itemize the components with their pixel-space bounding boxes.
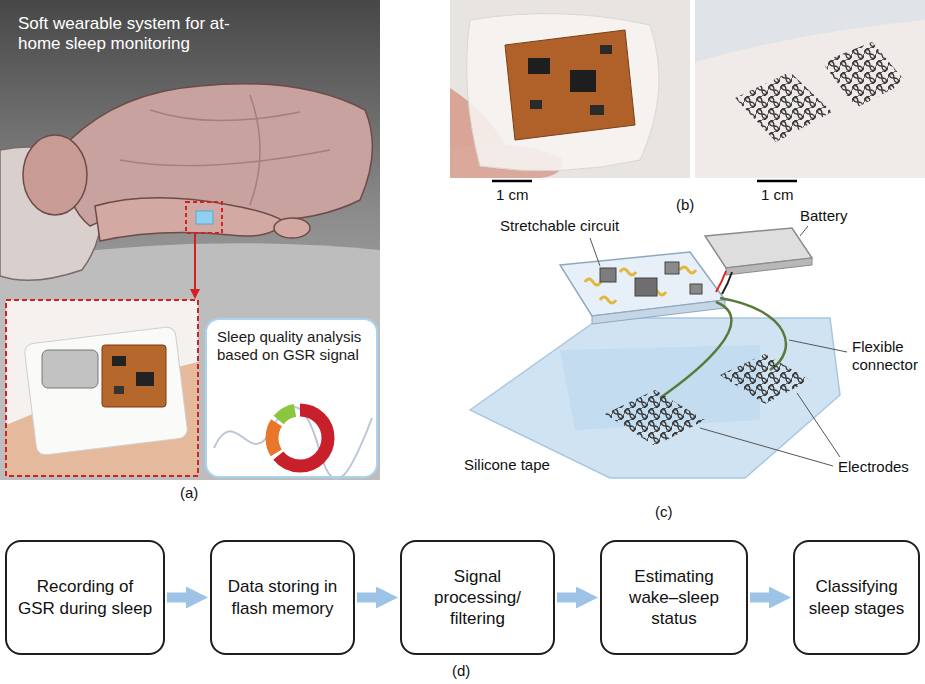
electrode-mesh bbox=[720, 354, 810, 404]
scene-background bbox=[0, 0, 380, 480]
panel-label: (b) bbox=[676, 196, 694, 214]
leader-line bbox=[789, 340, 847, 352]
inset-tape bbox=[24, 326, 189, 456]
part-label: Flexible connector bbox=[850, 338, 925, 374]
scale-label: 1 cm bbox=[496, 186, 529, 204]
flow-arrow bbox=[357, 593, 384, 603]
silicone-patch bbox=[467, 14, 659, 171]
wearable-patch bbox=[196, 211, 213, 224]
panel-label: (d) bbox=[452, 662, 470, 680]
panel-label: (c) bbox=[655, 503, 673, 521]
scale-bar bbox=[757, 180, 797, 183]
process-box: Signal processing/ filtering bbox=[400, 540, 555, 655]
skin bbox=[695, 20, 925, 178]
scale-label: 1 cm bbox=[761, 186, 794, 204]
inset-frame bbox=[6, 300, 198, 476]
donut-segment bbox=[272, 410, 328, 466]
electrode-mesh bbox=[735, 72, 832, 142]
silicone-tape bbox=[470, 318, 840, 478]
donut-segment bbox=[272, 410, 328, 466]
inset-circuit bbox=[102, 345, 166, 407]
chip bbox=[528, 58, 550, 74]
leader-line bbox=[797, 393, 840, 457]
step-text: Recording of GSR during sleep bbox=[17, 576, 153, 619]
part-label: Silicone tape bbox=[462, 456, 552, 474]
battery-edge bbox=[726, 258, 812, 275]
inset-chip bbox=[136, 372, 154, 386]
chip bbox=[635, 278, 657, 296]
chip bbox=[665, 262, 679, 274]
connector-wire bbox=[660, 302, 731, 398]
leader-line bbox=[700, 428, 833, 466]
step-text: Data storing in flash memory bbox=[222, 576, 343, 619]
part-label: Stretchable circuit bbox=[500, 217, 619, 235]
flow-arrow bbox=[557, 593, 584, 603]
process-box: Classifying sleep stages bbox=[793, 540, 920, 655]
part-label: Electrodes bbox=[836, 458, 911, 476]
photo-ground bbox=[695, 0, 925, 178]
battery-wire bbox=[722, 272, 732, 294]
head bbox=[23, 135, 87, 215]
chip bbox=[690, 284, 702, 294]
panel-text: Sleep quality analysis based on GSR sign… bbox=[217, 328, 366, 364]
hand bbox=[274, 218, 310, 238]
process-box: Estimating wake–sleep status bbox=[600, 540, 748, 655]
flexible-circuit bbox=[505, 30, 635, 140]
zoom-box bbox=[186, 202, 222, 233]
photo-ground bbox=[450, 0, 690, 178]
inset-chip bbox=[114, 386, 124, 394]
chip bbox=[600, 268, 616, 282]
scale-bar bbox=[492, 180, 532, 183]
leader-line bbox=[590, 238, 600, 266]
analysis-panel-ground bbox=[206, 319, 377, 477]
part-label: Battery bbox=[800, 207, 848, 225]
chip bbox=[590, 105, 604, 115]
leader-line bbox=[800, 226, 808, 236]
chip bbox=[530, 100, 542, 109]
electrode-mesh bbox=[605, 390, 705, 446]
flow-arrow bbox=[167, 593, 194, 603]
figure-heading: Soft wearable system for at-home sleep m… bbox=[18, 14, 233, 55]
blanket-folds bbox=[120, 95, 330, 205]
bed-surface bbox=[0, 243, 380, 480]
arm bbox=[95, 198, 285, 241]
connector-wire bbox=[720, 298, 786, 370]
process-box: Data storing in flash memory bbox=[210, 540, 355, 655]
process-box: Recording of GSR during sleep bbox=[5, 540, 165, 655]
gsr-wave bbox=[214, 407, 372, 479]
inset-battery bbox=[42, 350, 98, 388]
inset-photo bbox=[6, 300, 198, 476]
donut-segment bbox=[272, 410, 328, 466]
device-photos bbox=[450, 0, 925, 181]
sleep-donut bbox=[272, 410, 328, 466]
step-text: Classifying sleep stages bbox=[805, 576, 908, 619]
panel-label: (a) bbox=[180, 484, 198, 502]
step-text: Signal processing/ filtering bbox=[412, 566, 543, 630]
chip bbox=[570, 70, 596, 92]
chip bbox=[600, 45, 612, 54]
analysis-panel: Sleep quality analysis based on GSR sign… bbox=[205, 318, 378, 478]
system-schematic bbox=[470, 226, 847, 478]
inset-chip bbox=[112, 356, 126, 366]
zoom-arrow bbox=[194, 234, 196, 297]
electrode-mesh bbox=[822, 42, 906, 108]
sleep-scene bbox=[0, 0, 380, 480]
flow-arrow bbox=[750, 593, 777, 603]
step-text: Estimating wake–sleep status bbox=[612, 566, 736, 630]
